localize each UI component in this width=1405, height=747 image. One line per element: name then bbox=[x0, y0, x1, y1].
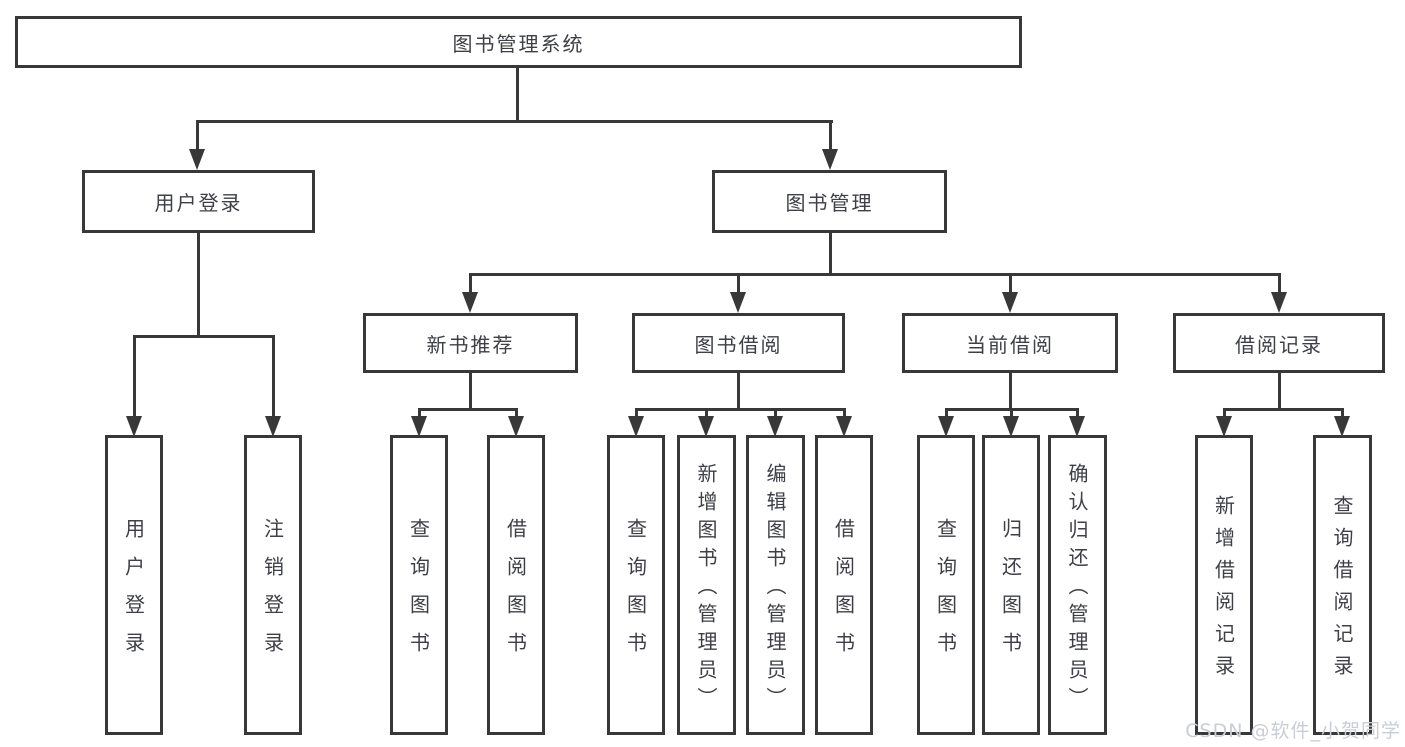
leaf-bb-query-books-label: 查询图书 bbox=[623, 518, 648, 670]
connector bbox=[774, 410, 777, 418]
connector bbox=[829, 233, 832, 275]
arrow-down bbox=[1334, 416, 1350, 437]
leaf-br-add-record-label: 新增借阅记录 bbox=[1211, 495, 1236, 687]
connector bbox=[1010, 410, 1013, 418]
arrow-down bbox=[265, 416, 281, 437]
arrow-down bbox=[189, 149, 205, 170]
connector bbox=[635, 410, 638, 418]
node-borrow-records: 借阅记录 bbox=[1173, 313, 1385, 373]
node-user-login-label: 用户登录 bbox=[154, 191, 243, 215]
connector bbox=[418, 408, 518, 411]
leaf-user-login-label: 用户登录 bbox=[121, 518, 146, 670]
leaf-nb-query-books: 查询图书 bbox=[390, 435, 448, 735]
connector bbox=[1223, 408, 1344, 411]
arrow-down bbox=[411, 416, 427, 437]
arrow-down bbox=[628, 416, 644, 437]
connector bbox=[945, 408, 1079, 411]
connector bbox=[1223, 410, 1226, 418]
arrow-down bbox=[730, 292, 746, 313]
leaf-br-query-record-label: 查询借阅记录 bbox=[1330, 495, 1354, 687]
connector bbox=[272, 338, 275, 418]
connector bbox=[196, 120, 833, 123]
connector bbox=[1278, 276, 1281, 294]
connector bbox=[843, 410, 846, 418]
connector bbox=[1278, 373, 1281, 410]
node-book-borrow: 图书借阅 bbox=[632, 313, 845, 373]
arrow-down bbox=[462, 292, 478, 313]
leaf-bb-edit-books-label: 编辑图书（管理员） bbox=[763, 463, 787, 715]
leaf-cb-query-books: 查询图书 bbox=[917, 435, 975, 735]
leaf-logout: 注销登录 bbox=[244, 435, 302, 735]
node-book-management-label: 图书管理 bbox=[785, 191, 874, 215]
leaf-bb-edit-books: 编辑图书（管理员） bbox=[746, 435, 805, 735]
watermark: CSDN @软件_小贺同学 bbox=[1185, 720, 1401, 742]
connector bbox=[469, 276, 472, 294]
leaf-br-add-record: 新增借阅记录 bbox=[1195, 435, 1253, 735]
connector bbox=[469, 273, 1281, 276]
node-root: 图书管理系统 bbox=[15, 16, 1022, 68]
arrow-down bbox=[698, 416, 714, 437]
connector bbox=[469, 373, 472, 410]
connector bbox=[133, 335, 275, 338]
connector bbox=[1341, 410, 1344, 418]
leaf-logout-label: 注销登录 bbox=[260, 518, 285, 670]
arrow-down bbox=[508, 416, 524, 437]
connector bbox=[515, 410, 518, 418]
leaf-cb-return-books-label: 归还图书 bbox=[998, 518, 1023, 670]
node-new-book-recommend-label: 新书推荐 bbox=[426, 332, 515, 357]
connector bbox=[705, 410, 708, 418]
arrow-down bbox=[938, 416, 954, 437]
node-root-label: 图书管理系统 bbox=[452, 31, 585, 56]
connector bbox=[1009, 373, 1012, 410]
arrow-down bbox=[126, 416, 142, 437]
connector bbox=[516, 68, 519, 122]
leaf-nb-query-books-label: 查询图书 bbox=[406, 518, 431, 670]
leaf-nb-borrow-books-label: 借阅图书 bbox=[503, 518, 528, 670]
node-borrow-records-label: 借阅记录 bbox=[1235, 332, 1323, 357]
arrow-down bbox=[1002, 292, 1018, 313]
connector bbox=[829, 122, 832, 152]
leaf-bb-borrow-books: 借阅图书 bbox=[815, 435, 873, 735]
connector bbox=[196, 122, 199, 152]
arrow-down bbox=[767, 416, 783, 437]
leaf-cb-confirm-return: 确认归还（管理员） bbox=[1048, 435, 1107, 735]
node-new-book-recommend: 新书推荐 bbox=[363, 313, 578, 373]
connector bbox=[635, 408, 846, 411]
node-current-borrow: 当前借阅 bbox=[902, 313, 1118, 373]
leaf-bb-add-books-label: 新增图书（管理员） bbox=[694, 463, 718, 715]
node-book-borrow-label: 图书借阅 bbox=[694, 332, 783, 357]
arrow-down bbox=[1003, 416, 1019, 437]
connector bbox=[418, 410, 421, 418]
arrow-down bbox=[1069, 416, 1085, 437]
connector bbox=[1009, 276, 1012, 294]
leaf-br-query-record: 查询借阅记录 bbox=[1313, 435, 1372, 735]
leaf-bb-query-books: 查询图书 bbox=[607, 435, 665, 735]
connector bbox=[133, 338, 136, 418]
arrow-down bbox=[822, 149, 838, 170]
leaf-cb-query-books-label: 查询图书 bbox=[933, 518, 958, 670]
arrow-down bbox=[836, 416, 852, 437]
connector bbox=[945, 410, 948, 418]
leaf-cb-return-books: 归还图书 bbox=[982, 435, 1040, 735]
leaf-bb-borrow-books-label: 借阅图书 bbox=[831, 518, 856, 670]
connector bbox=[737, 276, 740, 294]
arrow-down bbox=[1271, 292, 1287, 313]
arrow-down bbox=[1216, 416, 1232, 437]
connector bbox=[737, 373, 740, 410]
leaf-user-login: 用户登录 bbox=[105, 435, 163, 735]
connector bbox=[1076, 410, 1079, 418]
leaf-nb-borrow-books: 借阅图书 bbox=[487, 435, 545, 735]
leaf-cb-confirm-return-label: 确认归还（管理员） bbox=[1065, 463, 1089, 715]
connector bbox=[197, 233, 200, 337]
node-current-borrow-label: 当前借阅 bbox=[966, 332, 1054, 357]
leaf-bb-add-books: 新增图书（管理员） bbox=[677, 435, 736, 735]
node-book-management: 图书管理 bbox=[712, 170, 947, 233]
node-user-login: 用户登录 bbox=[82, 170, 315, 233]
